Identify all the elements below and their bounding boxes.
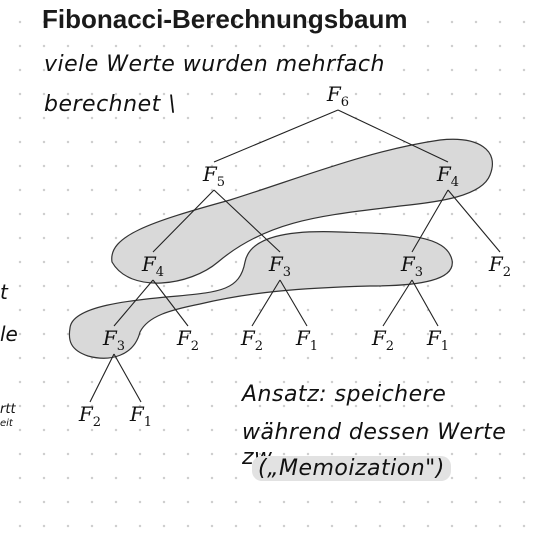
- node-index: 2: [502, 265, 512, 280]
- tree-edge-f3b-f2d: [382, 279, 413, 327]
- node-label: F: [400, 252, 415, 276]
- node-index: 1: [309, 339, 319, 354]
- tree-node-f3a: F3: [269, 252, 291, 280]
- tree-edge-f5-f4b: [152, 189, 215, 253]
- tree-edge-f4a-f3b: [411, 189, 449, 253]
- node-label: F: [488, 252, 503, 276]
- node-label: F: [371, 326, 386, 350]
- node-index: 4: [155, 265, 165, 280]
- memoization-highlight: („Memoization"): [252, 456, 451, 481]
- tree-node-f4a: F4: [437, 162, 459, 190]
- tree-node-f2b: F2: [177, 326, 199, 354]
- tree-edge-f3b-f1b: [411, 279, 439, 327]
- note-line-1: viele Werte wurden mehrfach: [44, 52, 385, 77]
- node-label: F: [202, 162, 217, 186]
- node-index: 3: [116, 339, 126, 354]
- node-index: 1: [143, 415, 153, 430]
- note-line-2: berechnet \: [44, 92, 177, 117]
- tree-node-f1b: F1: [427, 326, 449, 354]
- tree-node-f2a: F2: [489, 252, 511, 280]
- node-label: F: [102, 326, 117, 350]
- tree-edge-f4b-f2b: [152, 279, 189, 327]
- node-index: 6: [340, 95, 350, 110]
- tree-edge-f6-f4a: [337, 109, 449, 163]
- tree-edge-f3a-f1a: [279, 279, 308, 327]
- tree-node-f2e: F2: [79, 402, 101, 430]
- tree-node-f2c: F2: [241, 326, 263, 354]
- node-index: 2: [190, 339, 200, 354]
- node-index: 4: [450, 175, 460, 190]
- node-label: F: [176, 326, 191, 350]
- node-index: 5: [216, 175, 226, 190]
- tree-edge-f3c-f2e: [89, 353, 115, 403]
- node-index: 2: [92, 415, 102, 430]
- node-index: 1: [440, 339, 450, 354]
- node-index: 3: [414, 265, 424, 280]
- approach-line-1: Ansatz: speichere: [242, 382, 447, 407]
- tree-edge-f3c-f1c: [113, 353, 142, 403]
- approach-line-2: während dessen Werte zw.: [242, 420, 507, 470]
- tree-edge-f4b-f3c: [113, 279, 154, 327]
- tree-node-f1c: F1: [130, 402, 152, 430]
- node-label: F: [426, 326, 441, 350]
- tree-node-f2d: F2: [372, 326, 394, 354]
- node-label: F: [78, 402, 93, 426]
- margin-fragment-1: t: [0, 280, 8, 304]
- tree-node-f6: F6: [327, 82, 349, 110]
- tree-edge-f5-f3a: [213, 189, 281, 253]
- node-label: F: [295, 326, 310, 350]
- node-label: F: [141, 252, 156, 276]
- node-index: 2: [385, 339, 395, 354]
- tree-node-f3b: F3: [401, 252, 423, 280]
- approach-line-3: („Memoization"): [252, 456, 451, 481]
- margin-fragment-2: le: [0, 322, 18, 346]
- page-title: Fibonacci-Berechnungsbaum: [42, 4, 408, 34]
- tree-node-f1a: F1: [296, 326, 318, 354]
- node-label: F: [436, 162, 451, 186]
- node-index: 3: [282, 265, 292, 280]
- margin-fragment-3: rtt: [0, 402, 16, 417]
- highlight-blob-upper: [111, 138, 493, 284]
- margin-fragment-4: eit: [0, 418, 13, 429]
- tree-node-f5: F5: [203, 162, 225, 190]
- note-line-2-text: berechnet: [44, 92, 161, 117]
- node-label: F: [268, 252, 283, 276]
- tree-node-f3c: F3: [103, 326, 125, 354]
- tree-edge-f6-f5: [213, 109, 339, 163]
- tree-edge-f4a-f2a: [447, 189, 501, 253]
- tree-node-f4b: F4: [142, 252, 164, 280]
- node-index: 2: [254, 339, 264, 354]
- node-label: F: [326, 82, 341, 106]
- node-label: F: [240, 326, 255, 350]
- node-label: F: [129, 402, 144, 426]
- tree-edge-f3a-f2c: [251, 279, 281, 327]
- highlight-blob-lower: [68, 231, 453, 359]
